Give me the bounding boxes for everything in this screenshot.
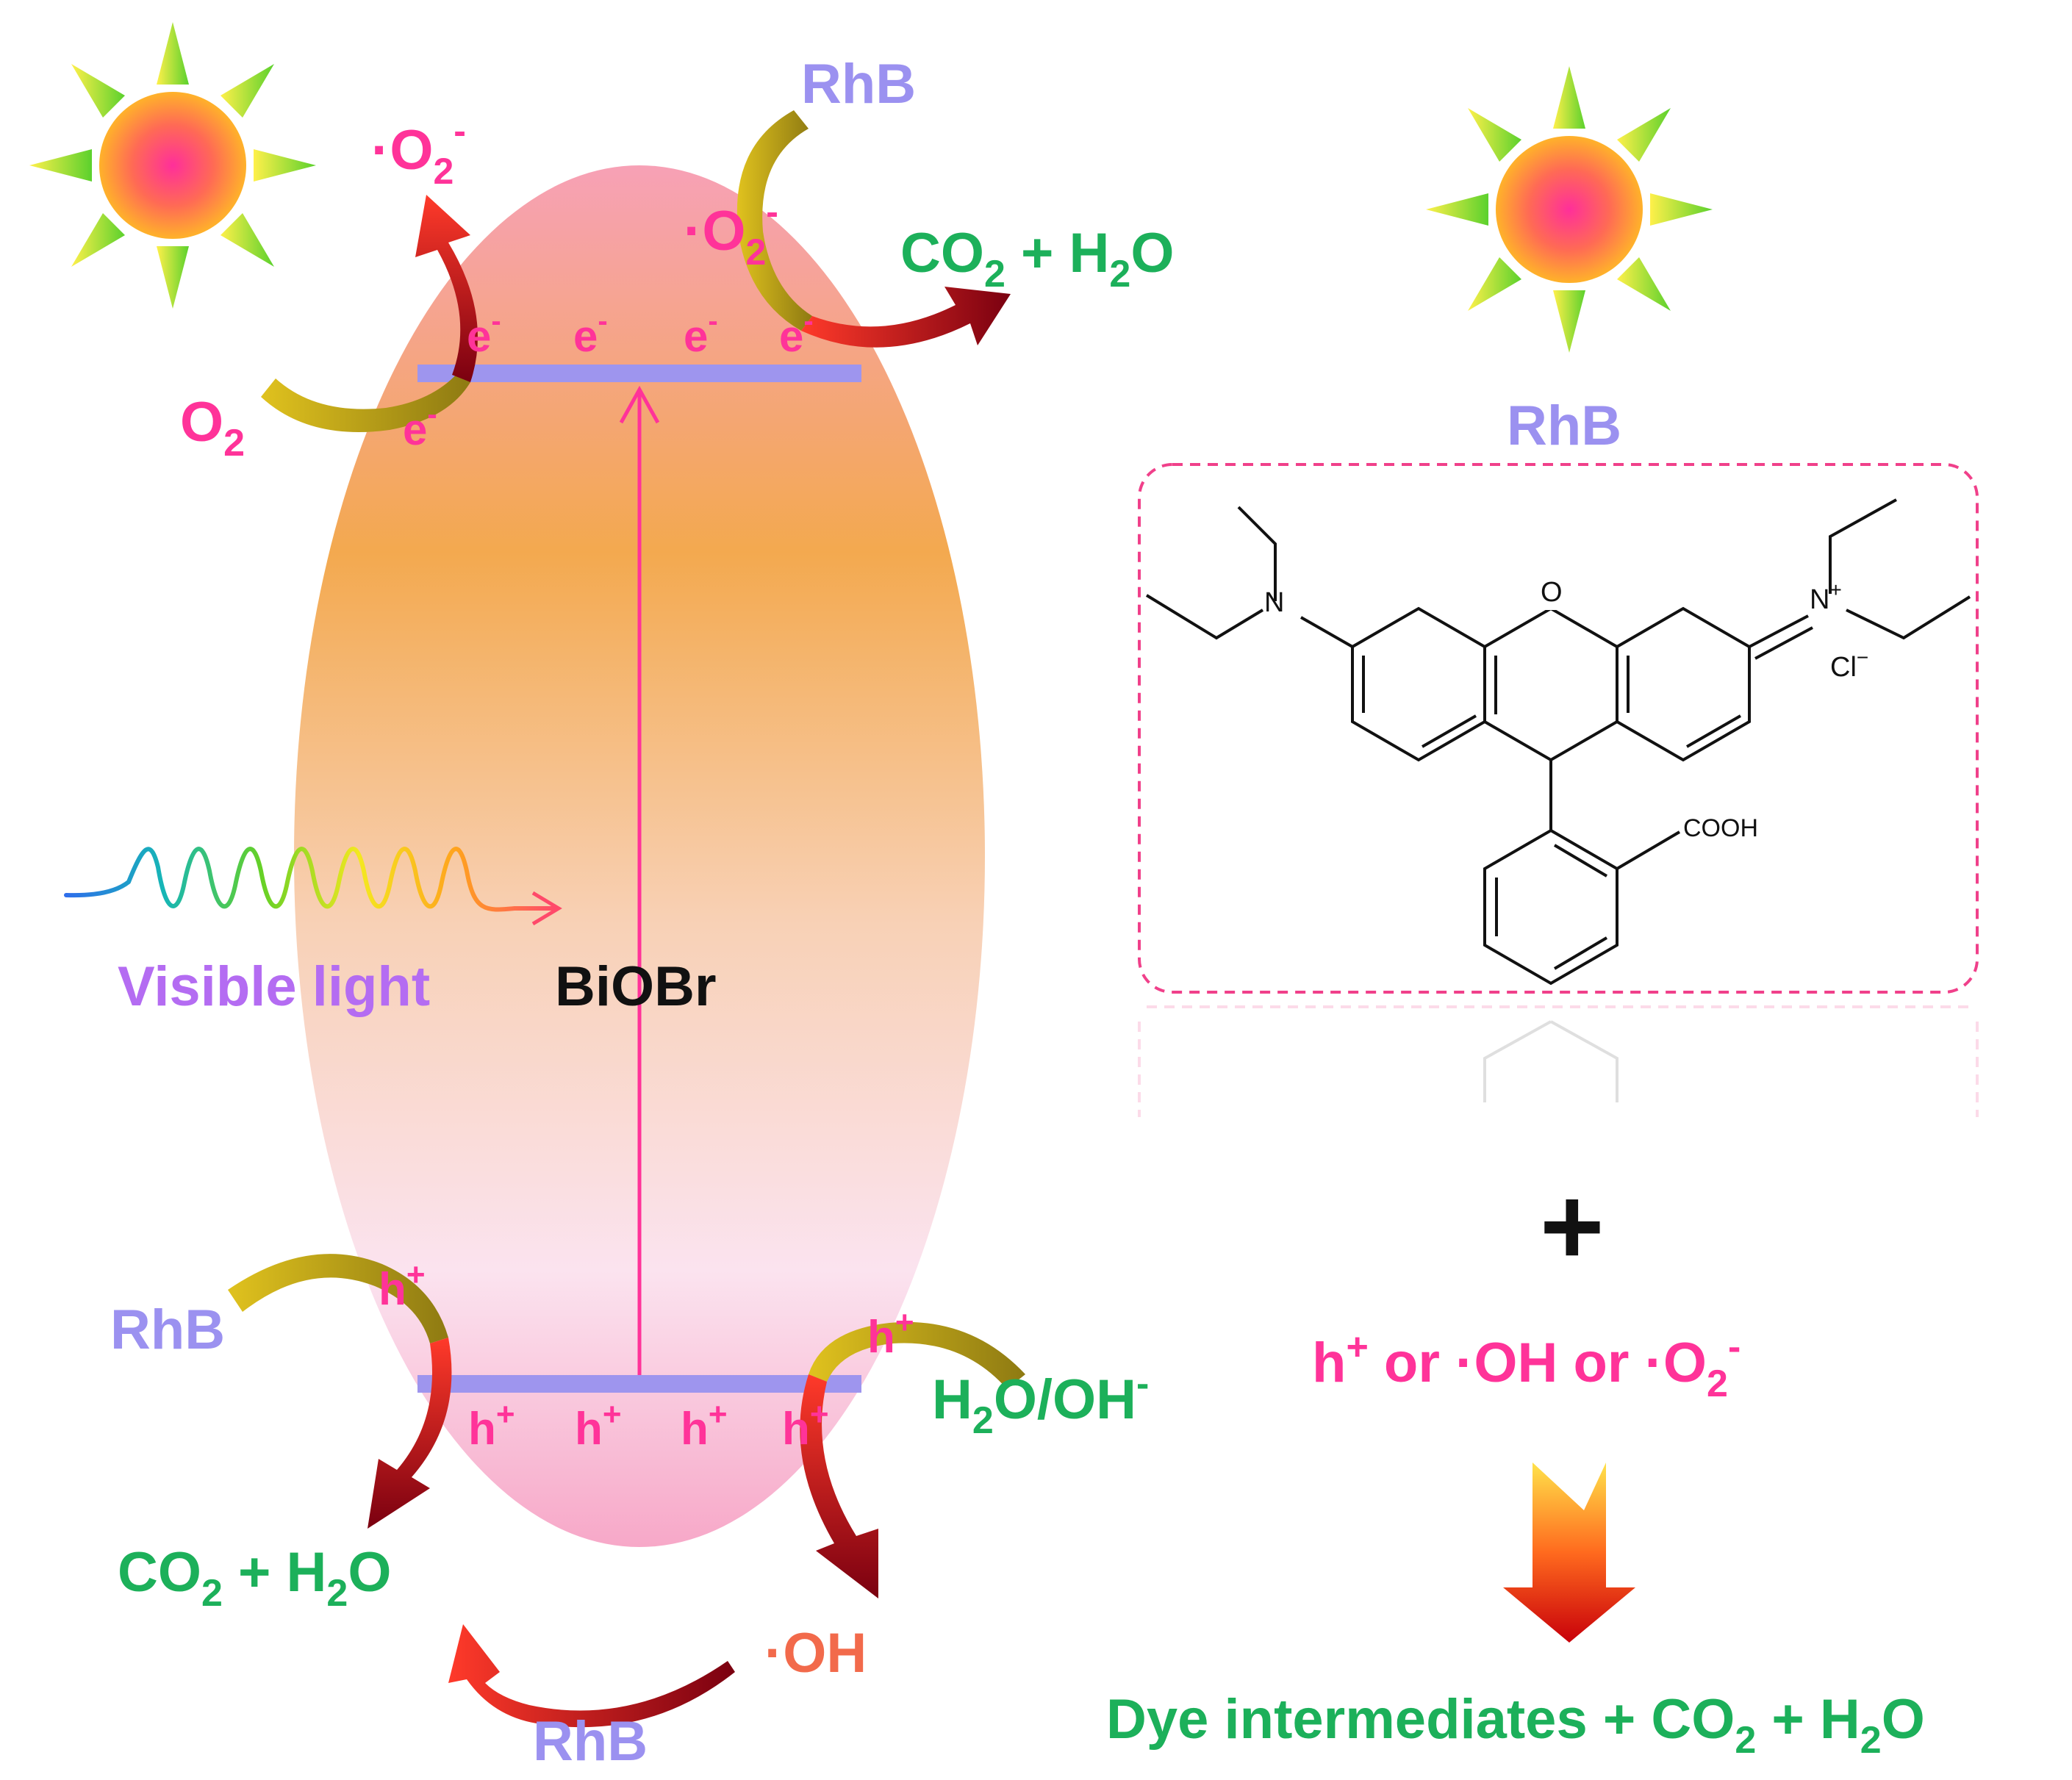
electron: e- [467, 305, 501, 361]
superoxide-top-label: ·O2- [371, 110, 466, 192]
rhodamine-b-structure [1145, 498, 1971, 986]
rhb-bottom-label: RhB [533, 1710, 648, 1773]
sun-icon-right [1426, 66, 1713, 353]
material-label: BiOBr [555, 955, 717, 1018]
h2o-oh-label: H2O/OH- [932, 1363, 1149, 1442]
o2-reduction-arrow-head [415, 195, 478, 382]
valence-band [417, 1375, 861, 1393]
visible-light-arrowhead [531, 891, 562, 926]
visible-light-wave [64, 847, 557, 912]
down-arrow [1503, 1463, 1635, 1643]
holes: h+ h+ h+ h+ h+ h+ [379, 1257, 914, 1454]
structure-box [1138, 463, 1979, 994]
excitation-arrowhead [619, 385, 660, 424]
oxygen-atom: O [1541, 577, 1563, 608]
water-oxidation-arrow-head [800, 1374, 878, 1598]
nitrogen-right: N+ [1810, 578, 1842, 615]
o2-label: O2 [180, 391, 245, 464]
rhb-left-label: RhB [110, 1299, 225, 1361]
electron: e- [779, 305, 814, 361]
electron: e- [684, 305, 718, 361]
rhb-hole-arrow-head [368, 1338, 452, 1529]
carboxyl-group: COOH [1683, 814, 1758, 842]
visible-light-label: Visible light [118, 955, 430, 1018]
hole: h+ [782, 1396, 829, 1454]
rhb-oxidation-arrow-head [801, 287, 1011, 348]
plus-sign: + [1540, 1164, 1605, 1288]
rhb-hole-arrow-tail [228, 1254, 448, 1343]
o2-reduction-arrow-tail [261, 371, 470, 432]
rhb-oxidation-arrow-tail [736, 110, 812, 331]
hole: h+ [681, 1396, 728, 1454]
electron: e- [573, 305, 608, 361]
hole: h+ [379, 1257, 426, 1315]
hydroxyl-label: ·OH [764, 1622, 867, 1684]
rhb-top-label: RhB [801, 53, 916, 115]
electron: e- [403, 398, 437, 454]
hydroxyl-oxidation-arrow [448, 1624, 735, 1728]
products-bottom-label: CO2 + H2O [118, 1541, 391, 1615]
conduction-band [417, 365, 861, 382]
products-top-label: CO2 + H2O [900, 222, 1174, 295]
structure-reflection [1138, 1005, 1979, 1117]
hole: h+ [867, 1305, 914, 1363]
chloride: Cl− [1830, 646, 1868, 683]
hole: h+ [468, 1396, 515, 1454]
rhb-structure-title: RhB [1507, 395, 1621, 457]
final-products-label: Dye intermediates + CO2 + H2O [1106, 1688, 1925, 1762]
electrons: e- e- e- e- e- [403, 305, 814, 454]
structure-atom-labels: O N N+ Cl− COOH [1264, 577, 1868, 842]
sun-icon [29, 22, 316, 309]
superoxide-mid-label: ·O2- [684, 191, 778, 273]
nitrogen-left: N [1264, 587, 1284, 618]
hole: h+ [575, 1396, 622, 1454]
reactive-species-label: h+ or ·OH or ·O2- [1312, 1326, 1741, 1405]
water-oxidation-arrow-tail [809, 1321, 1025, 1389]
